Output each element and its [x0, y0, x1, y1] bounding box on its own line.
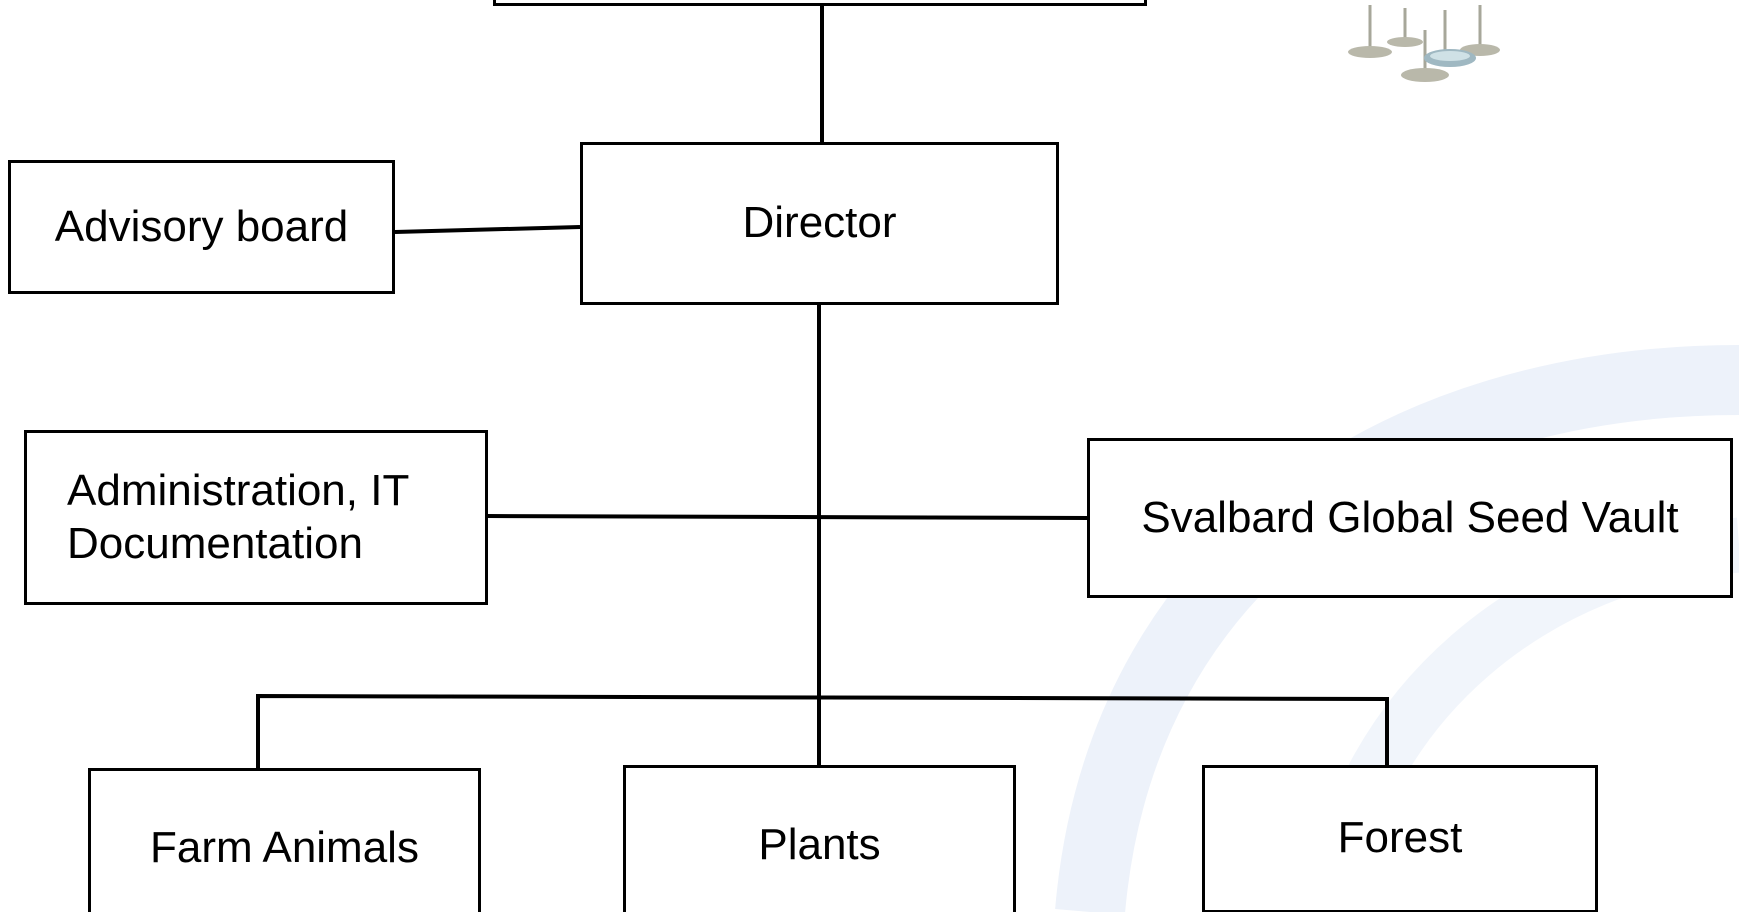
plants-label: Plants	[758, 819, 881, 869]
connector-bottom-branch	[256, 693, 1389, 770]
seed-vault-box: Svalbard Global Seed Vault	[1087, 438, 1733, 598]
plants-box: Plants	[623, 765, 1016, 912]
top-box	[493, 0, 1147, 6]
director-box: Director	[580, 142, 1059, 305]
farm-animals-box: Farm Animals	[88, 768, 481, 912]
farm-animals-label: Farm Animals	[150, 822, 419, 872]
plant-stands-icon	[1348, 5, 1500, 82]
administration-box: Administration, IT Documentation	[24, 430, 488, 605]
administration-label-line2: Documentation	[67, 518, 363, 568]
administration-label-line1: Administration, IT	[67, 465, 410, 515]
connector-side-branch	[485, 514, 1089, 520]
forest-label: Forest	[1337, 813, 1463, 862]
advisory-board-box: Advisory board	[8, 160, 395, 294]
seed-vault-label: Svalbard Global Seed Vault	[1141, 492, 1679, 542]
forest-box: Forest	[1202, 765, 1598, 912]
connector-advisory-director	[394, 225, 581, 234]
advisory-board-label: Advisory board	[54, 201, 349, 251]
director-label: Director	[742, 198, 897, 248]
